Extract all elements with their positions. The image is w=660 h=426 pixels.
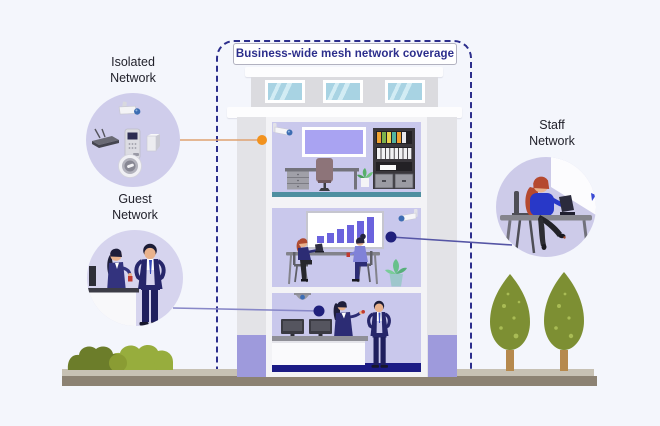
thermostat-device-icon	[118, 154, 142, 178]
router-device-icon	[92, 128, 119, 148]
bookshelf	[373, 128, 415, 189]
whiteboard-bar	[356, 220, 364, 243]
tree	[544, 272, 584, 371]
reception-desk	[272, 336, 368, 365]
guest-receptionist	[107, 248, 133, 292]
guest-label-line1: Guest	[118, 192, 152, 206]
isolated-label-line1: Isolated	[111, 55, 155, 69]
whiteboard-bar	[316, 235, 324, 243]
floor-meeting-room	[272, 208, 421, 287]
building-column-right	[428, 335, 457, 377]
building-column-left	[237, 335, 266, 377]
tree-crown	[490, 274, 530, 350]
guest-network-circle	[87, 230, 183, 326]
desk-monitor	[281, 319, 304, 336]
desk-monitor	[309, 319, 332, 336]
tree-crown	[544, 272, 584, 350]
security-camera-icon	[398, 209, 418, 222]
plant	[357, 168, 373, 187]
wall-screen	[302, 127, 366, 157]
staff-network-circle	[496, 157, 596, 257]
roof-window	[323, 80, 363, 103]
whiteboard-bar	[326, 232, 334, 243]
laptop-icon	[559, 195, 575, 215]
roof-window	[265, 80, 305, 103]
guest-visitor-man	[134, 243, 166, 326]
employee-right	[346, 233, 373, 283]
guest-network-label: Guest Network	[80, 192, 190, 223]
plant	[385, 259, 407, 287]
tree-trunk	[506, 350, 514, 371]
tree-trunk	[560, 350, 568, 371]
receptionist	[333, 301, 365, 338]
bushes	[67, 345, 173, 370]
isolated-label-line2: Network	[110, 70, 156, 85]
staff-label-line1: Staff	[539, 118, 565, 132]
camera-device-icon	[118, 101, 141, 115]
floor-top-office	[272, 122, 421, 197]
staff-label-line2: Network	[529, 133, 575, 148]
whiteboard-bar	[346, 225, 354, 243]
staff-employee	[525, 176, 568, 216]
visitor-man	[367, 300, 391, 368]
isolated-network-circle	[86, 93, 180, 187]
whiteboard-bar	[336, 229, 344, 243]
guest-label-line2: Network	[112, 207, 158, 222]
whiteboard-background	[551, 157, 596, 215]
coverage-title: Business-wide mesh network coverage	[235, 48, 455, 60]
whiteboard-bar	[366, 216, 374, 243]
employee-left	[293, 238, 324, 283]
office-chair	[316, 158, 333, 191]
isolated-network-label: Isolated Network	[78, 55, 188, 86]
ground-strip-dark	[62, 376, 597, 386]
staff-network-label: Staff Network	[497, 118, 607, 149]
roof-ledge	[227, 107, 462, 118]
staff-chair	[512, 191, 536, 254]
security-camera-icon	[273, 123, 293, 136]
coverage-title-badge: Business-wide mesh network coverage	[233, 43, 457, 65]
reception-floor	[272, 363, 421, 372]
whiteboard-chart	[306, 211, 384, 249]
dome-camera-icon	[294, 293, 311, 300]
tree	[490, 274, 530, 371]
door-lock-device-icon	[124, 128, 141, 160]
staff-employee-legs	[538, 215, 566, 250]
roof-ledge	[245, 67, 443, 77]
roof-window	[385, 80, 425, 103]
floor-divider-teal	[272, 192, 421, 197]
board-marker	[591, 193, 596, 201]
sensor-device-icon	[146, 134, 160, 152]
floor-reception	[272, 293, 421, 372]
mesh-coverage-border	[216, 40, 472, 386]
